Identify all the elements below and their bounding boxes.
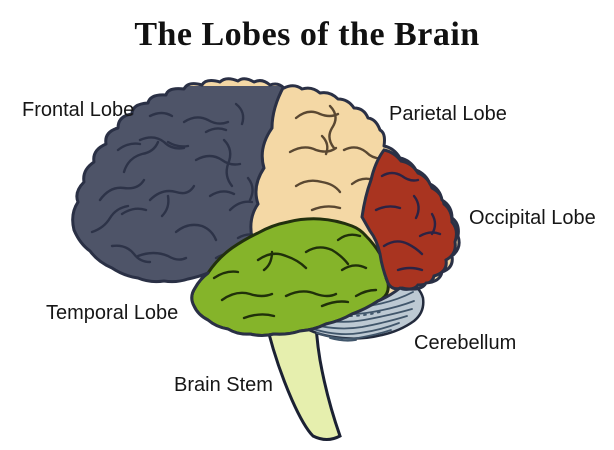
- label-brain-stem: Brain Stem: [174, 374, 273, 396]
- label-parietal-lobe: Parietal Lobe: [389, 103, 507, 125]
- temporal-sulci: [212, 233, 378, 320]
- label-cerebellum: Cerebellum: [414, 332, 517, 354]
- label-frontal-lobe: Frontal Lobe: [22, 99, 135, 121]
- frontal-sulci: [90, 102, 260, 264]
- page-title: The Lobes of the Brain: [134, 16, 480, 53]
- cerebrum-outline: [71, 77, 461, 337]
- occipital-sulci: [374, 171, 442, 272]
- frontal-parietal-boundary: [249, 84, 286, 240]
- label-occipital-lobe: Occipital Lobe: [469, 207, 596, 229]
- label-temporal-lobe: Temporal Lobe: [46, 302, 179, 324]
